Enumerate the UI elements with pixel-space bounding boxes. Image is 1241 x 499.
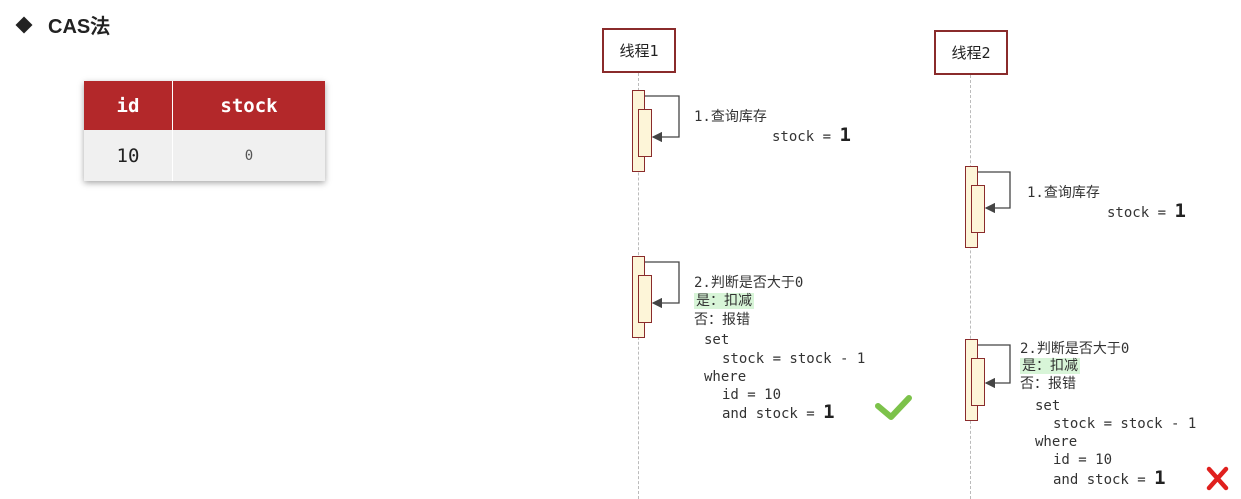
t1-sql-id: id = 10 bbox=[722, 387, 782, 403]
t2-sql-value: 1 bbox=[1154, 467, 1166, 489]
t2-step1-label: 1.查询库存 bbox=[1027, 185, 1100, 201]
t1-sql-set: set bbox=[704, 332, 730, 348]
t2-step1-stock-text: stock = bbox=[1107, 205, 1175, 221]
table-header-row: id stock bbox=[84, 81, 325, 130]
t1-sql-assign: stock = stock - 1 bbox=[722, 351, 866, 367]
t1-step1-stock-text: stock = bbox=[772, 129, 840, 145]
thread2-header: 线程2 bbox=[934, 30, 1008, 75]
thread1-self-call-arrow-1 bbox=[645, 95, 680, 143]
column-header-id: id bbox=[84, 81, 173, 130]
thread2-self-call-arrow-1 bbox=[978, 171, 1011, 214]
t1-step2-yes: 是：扣减 bbox=[694, 292, 754, 310]
t1-step2-label: 2.判断是否大于0 bbox=[694, 275, 804, 291]
table-row: 10 0 bbox=[84, 130, 325, 181]
cell-stock: 0 bbox=[172, 130, 325, 181]
t2-sql-id: id = 10 bbox=[1053, 452, 1113, 468]
thread1-self-call-arrow-2 bbox=[645, 261, 680, 309]
t1-step1-label: 1.查询库存 bbox=[694, 109, 767, 125]
t2-sql-where: where bbox=[1035, 434, 1078, 450]
t2-step2-no: 否：报错 bbox=[1020, 376, 1076, 392]
column-header-stock: stock bbox=[172, 81, 325, 130]
t1-sql-value: 1 bbox=[823, 401, 835, 423]
title-text: CAS法 bbox=[48, 16, 111, 38]
thread2-sub-activation-1 bbox=[971, 185, 985, 233]
thread1-sub-activation-1 bbox=[638, 109, 652, 157]
t2-sql-and: and stock = 1 bbox=[1053, 469, 1166, 489]
t2-sql-and-text: and stock = bbox=[1053, 472, 1155, 488]
t2-step1-stock-value: 1 bbox=[1174, 200, 1186, 222]
t2-sql-set: set bbox=[1035, 398, 1061, 414]
t2-step2-label: 2.判断是否大于0 bbox=[1020, 341, 1130, 357]
stock-table: id stock 10 0 bbox=[84, 81, 325, 181]
t2-step2-yes-text: 是：扣减 bbox=[1020, 358, 1080, 374]
t1-sql-and: and stock = 1 bbox=[722, 403, 835, 423]
t1-sql-and-text: and stock = bbox=[722, 406, 824, 422]
t2-step2-yes: 是：扣减 bbox=[1020, 357, 1080, 375]
thread1-header: 线程1 bbox=[602, 28, 676, 73]
check-icon bbox=[875, 395, 912, 420]
t1-step1-stock: stock = 1 bbox=[772, 126, 851, 146]
t1-sql-where: where bbox=[704, 369, 747, 385]
t1-step2-yes-text: 是：扣减 bbox=[694, 293, 754, 309]
thread1-sub-activation-2 bbox=[638, 275, 652, 323]
thread2-self-call-arrow-2 bbox=[978, 344, 1011, 389]
t1-step2-no: 否：报错 bbox=[694, 312, 750, 328]
cross-icon bbox=[1206, 466, 1229, 491]
cell-id: 10 bbox=[84, 130, 173, 181]
t2-step1-stock: stock = 1 bbox=[1107, 202, 1186, 222]
t2-sql-assign: stock = stock - 1 bbox=[1053, 416, 1197, 432]
page-title: CAS法 bbox=[15, 10, 111, 39]
thread2-lifeline bbox=[970, 75, 971, 499]
t1-step1-stock-value: 1 bbox=[839, 124, 851, 146]
thread2-sub-activation-2 bbox=[971, 358, 985, 406]
